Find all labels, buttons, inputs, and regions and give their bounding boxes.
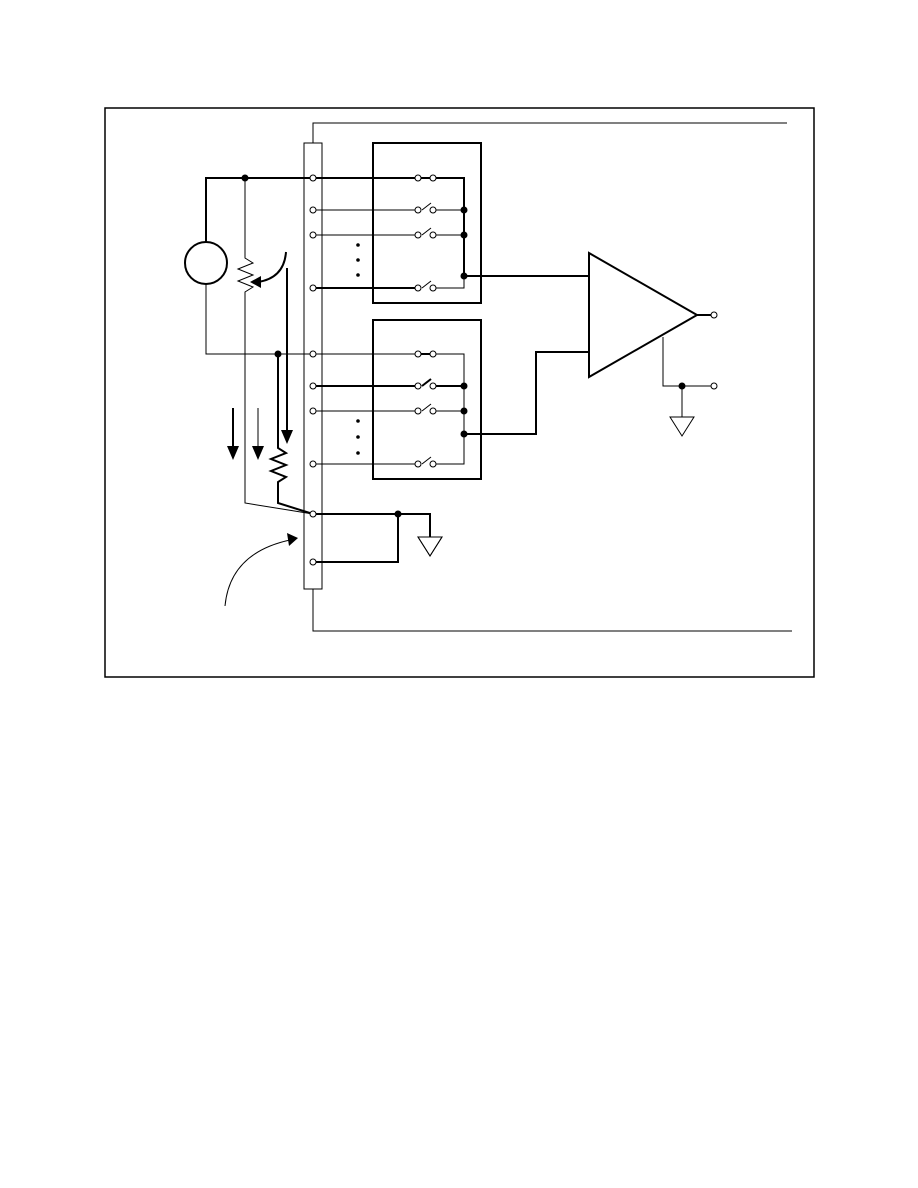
callout-arrow-icon: [224, 533, 298, 607]
amplifier-input-wiring: [464, 275, 589, 435]
connector-strip: [303, 142, 323, 590]
current-arrows: [227, 268, 293, 460]
amplifier-ground-icon: [669, 416, 695, 437]
switch-contacts: [414, 174, 437, 468]
mux-bank-2: [372, 319, 482, 480]
figure-frame: [104, 107, 815, 678]
bank-1-channels: [313, 177, 468, 289]
junction-node: [394, 510, 402, 518]
signal-source-icon: [184, 241, 228, 285]
junction-node: [241, 174, 249, 182]
amplifier-icon: [588, 251, 700, 379]
junction-node: [274, 350, 282, 358]
source-wiring: [205, 177, 313, 355]
lead-resistor-icon: [268, 354, 314, 515]
source-resistor-icon: [236, 178, 314, 515]
strip-terminals: [309, 174, 317, 566]
device-boundary: [312, 122, 792, 632]
strip-ground-wiring: [313, 513, 443, 563]
amplifier-output-wiring: [662, 311, 718, 417]
ground-icon: [417, 536, 443, 557]
mux-bank-1: [372, 142, 482, 304]
bank-2-channels: [313, 353, 468, 465]
